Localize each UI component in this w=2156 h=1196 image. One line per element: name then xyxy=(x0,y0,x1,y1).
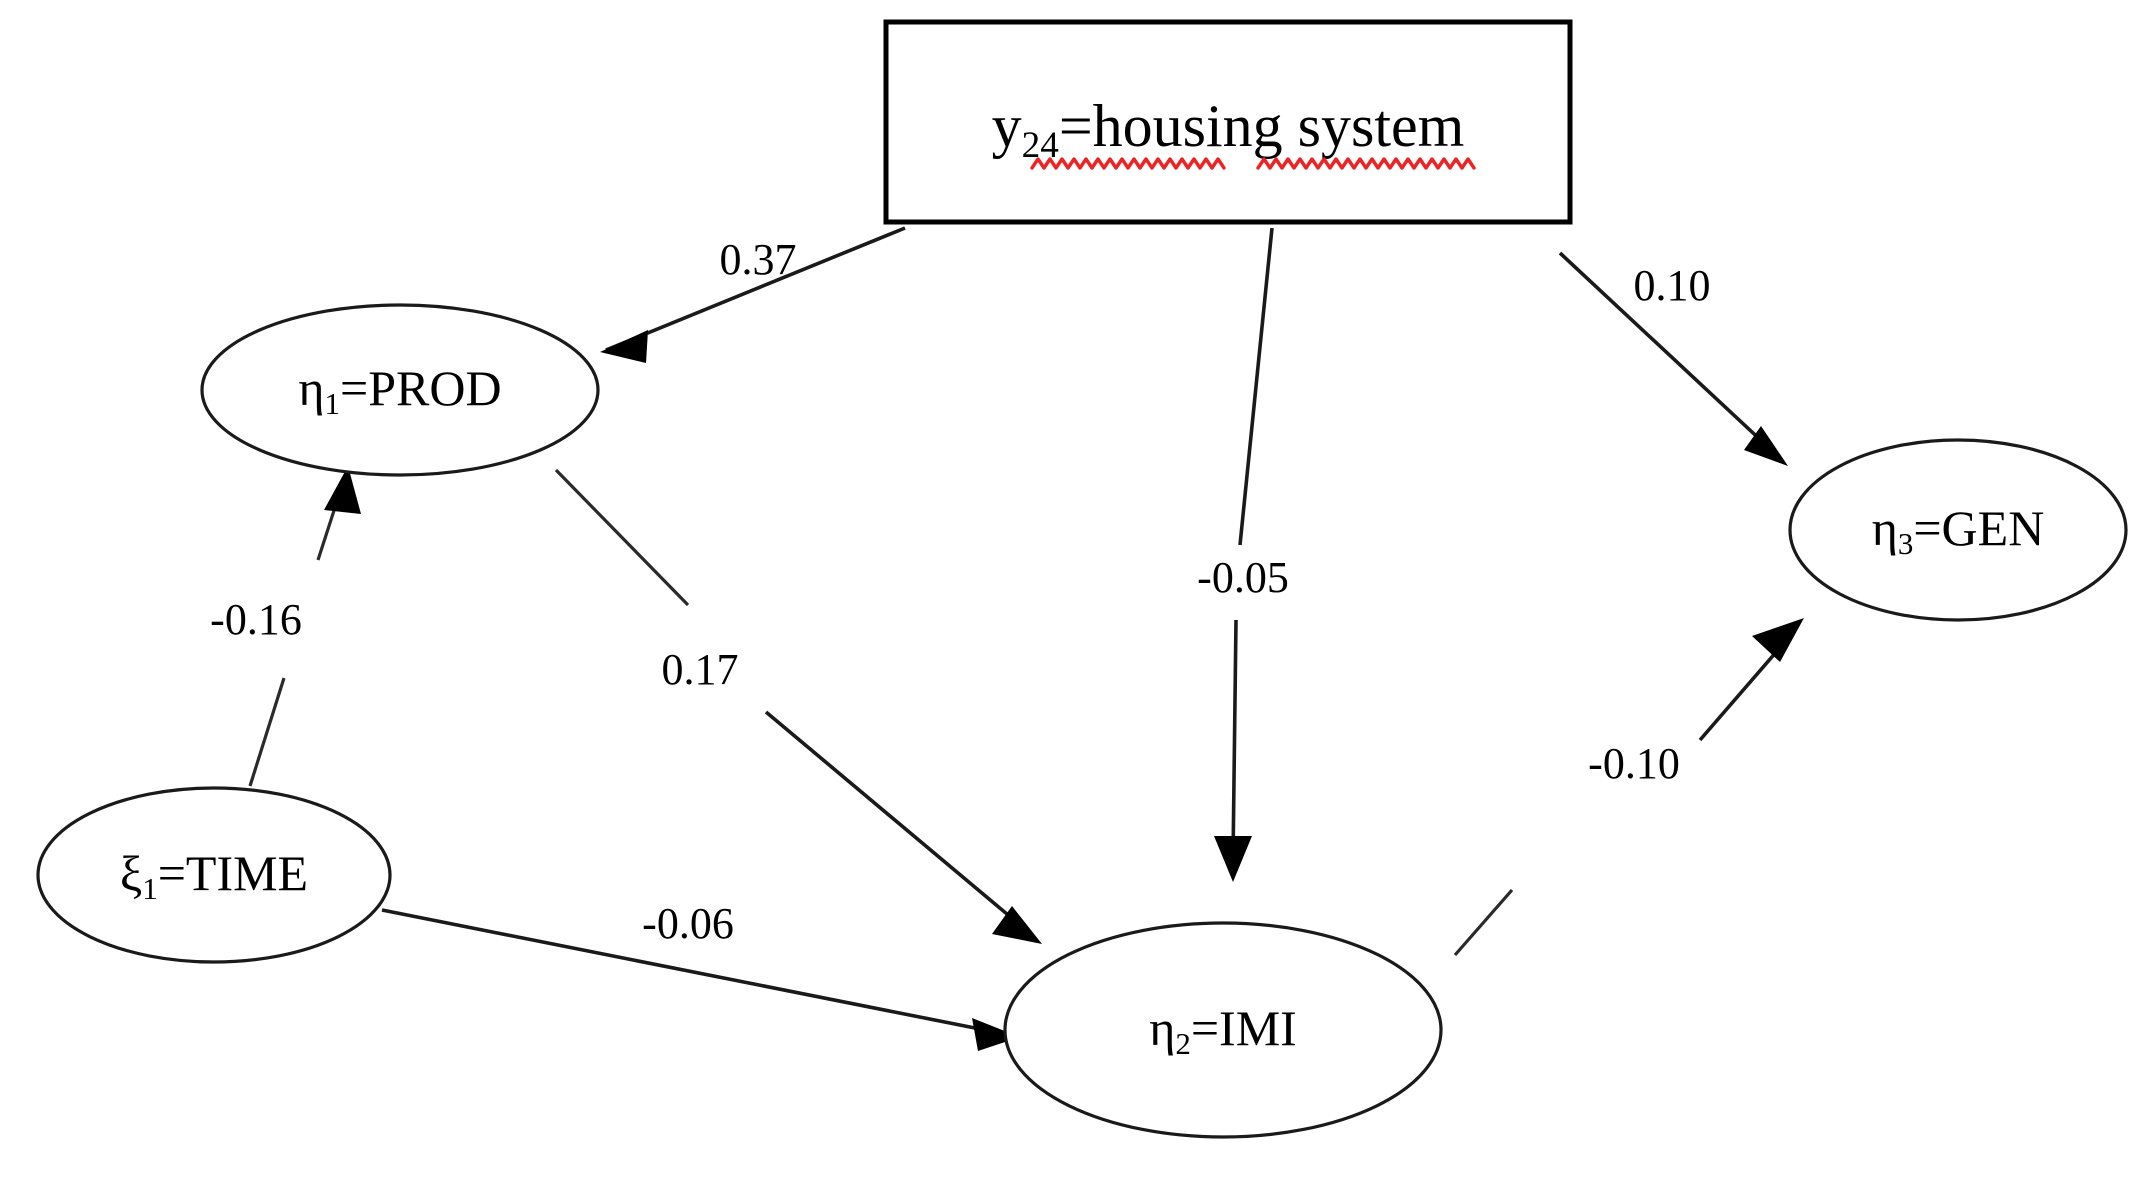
edge-housing-to-prod: 0.37 xyxy=(600,226,906,363)
edge-label-prod-imi: 0.17 xyxy=(662,645,739,694)
gen-label-subscript: 3 xyxy=(1898,526,1914,561)
edge-prod-to-imi: 0.17 xyxy=(554,468,1042,944)
arrowhead-into-prod-from-time xyxy=(324,466,361,514)
node-prod[interactable]: η1=PROD xyxy=(200,303,600,477)
prod-label: η1=PROD xyxy=(298,360,501,421)
housing-system-label: y24=housing system xyxy=(992,93,1465,166)
edge-time-imi-line xyxy=(381,908,1001,1035)
arrowhead-into-imi-from-housing xyxy=(1214,836,1252,882)
time-ellipse[interactable] xyxy=(36,786,392,964)
prod-ellipse[interactable] xyxy=(200,303,600,477)
imi-label: η2=IMI xyxy=(1149,1000,1297,1061)
spellcheck-underline-housing xyxy=(1030,157,1226,170)
edge-imi-gen-line-lower xyxy=(1453,888,1514,957)
arrowhead-into-imi-from-prod xyxy=(992,906,1042,944)
node-gen[interactable]: η3=GEN xyxy=(1788,438,2128,622)
gen-label-prefix: η xyxy=(1872,500,1898,556)
arrowhead-into-prod-from-housing xyxy=(600,330,648,363)
edge-label-time-imi: -0.06 xyxy=(642,899,734,948)
edge-time-to-prod: -0.16 xyxy=(210,466,361,787)
gen-label: η3=GEN xyxy=(1872,500,2045,561)
edge-prod-imi-line-upper xyxy=(554,468,690,607)
node-time[interactable]: ξ1=TIME xyxy=(36,786,392,964)
edge-prod-imi-line-lower xyxy=(764,710,1028,932)
edge-housing-prod-line xyxy=(605,226,906,352)
edge-housing-to-gen: 0.10 xyxy=(1558,251,1788,466)
edge-housing-imi-line-upper xyxy=(1238,227,1274,546)
housing-label-prefix: y xyxy=(992,93,1022,159)
gen-ellipse[interactable] xyxy=(1788,438,2128,622)
time-label-prefix: ξ xyxy=(120,845,142,901)
edge-housing-imi-line-lower xyxy=(1231,619,1238,861)
spellcheck-underline-system xyxy=(1256,157,1476,170)
edge-time-prod-line-lower xyxy=(248,677,286,787)
imi-label-prefix: η xyxy=(1149,1000,1175,1056)
housing-label-subscript: 24 xyxy=(1022,125,1060,166)
housing-label-suffix: =housing system xyxy=(1059,93,1465,159)
housing-system-box[interactable] xyxy=(883,19,1573,225)
edge-imi-to-gen: -0.10 xyxy=(1453,618,1804,957)
prod-label-suffix: =PROD xyxy=(340,360,502,416)
edge-label-imi-gen: -0.10 xyxy=(1588,739,1680,788)
node-housing-system[interactable]: y24=housing system xyxy=(883,19,1573,225)
edge-housing-gen-line xyxy=(1558,251,1784,462)
imi-label-subscript: 2 xyxy=(1175,1026,1191,1061)
edge-label-time-prod: -0.16 xyxy=(210,595,302,644)
prod-label-prefix: η xyxy=(298,360,324,416)
edge-label-housing-imi: -0.05 xyxy=(1197,553,1289,602)
edge-time-to-imi: -0.06 xyxy=(381,899,1020,1051)
edge-housing-to-imi: -0.05 xyxy=(1197,227,1289,882)
edge-label-housing-gen: 0.10 xyxy=(1634,261,1711,310)
arrowhead-into-gen-from-imi xyxy=(1752,618,1804,662)
edge-label-housing-prod: 0.37 xyxy=(720,235,797,284)
arrowhead-into-gen-from-housing xyxy=(1744,426,1788,466)
time-label-suffix: =TIME xyxy=(158,845,308,901)
arrowhead-into-imi-from-time xyxy=(972,1018,1020,1051)
time-label: ξ1=TIME xyxy=(120,845,308,906)
gen-label-suffix: =GEN xyxy=(1913,500,2044,556)
imi-ellipse[interactable] xyxy=(1003,921,1443,1139)
prod-label-subscript: 1 xyxy=(325,386,341,421)
time-label-subscript: 1 xyxy=(142,871,158,906)
imi-label-suffix: =IMI xyxy=(1191,1000,1297,1056)
node-imi[interactable]: η2=IMI xyxy=(1003,921,1443,1139)
